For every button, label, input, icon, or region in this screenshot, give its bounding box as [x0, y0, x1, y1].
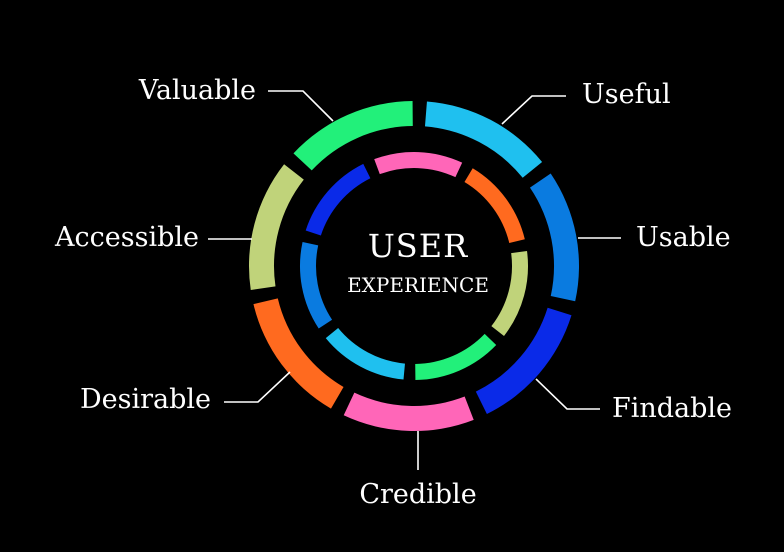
leader-line-useful — [501, 95, 566, 125]
label-desirable: Desirable — [80, 384, 211, 415]
inner-segment-3 — [415, 333, 497, 380]
outer-segment-desirable — [253, 298, 344, 409]
outer-segment-useful — [424, 101, 543, 178]
center-title: USER — [368, 227, 468, 265]
leader-line-findable — [535, 378, 600, 410]
label-useful: Useful — [582, 79, 671, 110]
leader-line-valuable — [268, 90, 334, 122]
inner-segment-2 — [491, 250, 529, 336]
inner-segment-1 — [464, 168, 525, 243]
outer-segment-valuable — [293, 101, 413, 171]
label-usable: Usable — [636, 222, 731, 253]
label-accessible: Accessible — [54, 222, 199, 253]
outer-segment-usable — [529, 173, 580, 302]
inner-ring — [299, 151, 529, 380]
label-credible: Credible — [359, 479, 476, 510]
inner-segment-6 — [305, 163, 371, 236]
outer-segment-credible — [343, 392, 474, 432]
label-findable: Findable — [612, 393, 732, 424]
center-subtitle: EXPERIENCE — [347, 273, 489, 297]
inner-segment-4 — [325, 328, 405, 380]
inner-segment-7 — [374, 151, 463, 178]
leader-line-desirable — [224, 371, 291, 403]
leader-lines — [208, 90, 621, 470]
outer-ring — [248, 101, 580, 432]
outer-segment-accessible — [248, 164, 304, 290]
outer-segment-findable — [475, 307, 572, 415]
label-valuable: Valuable — [138, 75, 256, 106]
inner-segment-5 — [299, 242, 333, 329]
